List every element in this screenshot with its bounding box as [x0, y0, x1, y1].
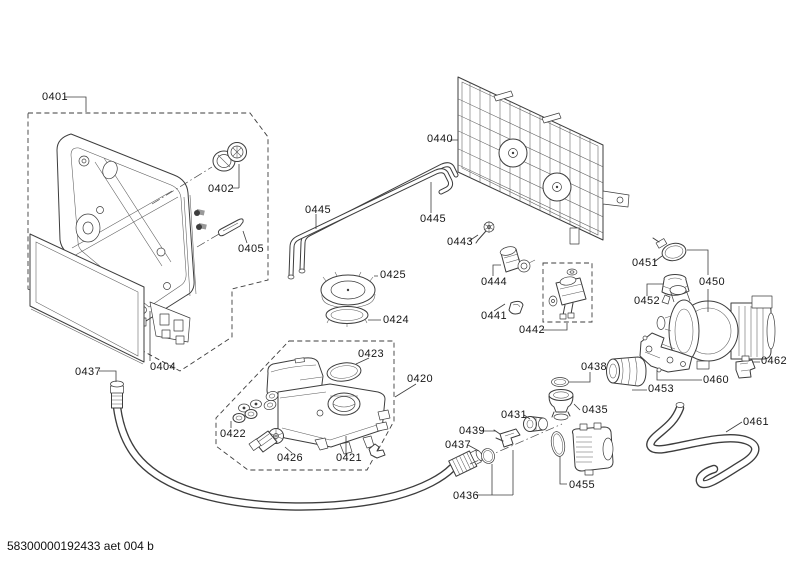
solenoid-0444	[499, 246, 536, 273]
grommet-0402	[227, 142, 247, 162]
valve-dashed-box	[542, 262, 593, 323]
part-label-0437-4: 0437	[75, 366, 102, 378]
softener-assembly-dashed-box	[215, 340, 395, 471]
adapter-0453	[606, 356, 647, 387]
part-label-0401-0: 0401	[42, 91, 69, 103]
drawing-number: 58300000192433 aet 004 b	[7, 539, 154, 553]
part-label-0445-7: 0445	[420, 213, 447, 225]
part-label-0426-17: 0426	[277, 452, 304, 464]
part-label-0451-32: 0451	[632, 257, 659, 269]
softener-assembly	[263, 357, 391, 459]
part-label-0439-21: 0439	[459, 425, 486, 437]
part-label-0423-14: 0423	[358, 348, 385, 360]
part-label-0461-26: 0461	[743, 416, 770, 428]
part-label-0431-22: 0431	[501, 409, 528, 421]
softener-cap	[320, 271, 376, 309]
part-label-0435-23: 0435	[582, 404, 609, 416]
hose-end-fitting	[448, 449, 484, 477]
part-label-0445-6: 0445	[305, 204, 332, 216]
fill-hose	[110, 380, 484, 511]
regeneration-valve-0426	[248, 428, 284, 453]
clip-0439	[493, 428, 521, 448]
inlet-valve-0442	[548, 268, 587, 320]
door-edge-bolts	[194, 209, 207, 230]
part-label-0441-10: 0441	[481, 310, 508, 322]
gasket-0438	[551, 377, 569, 387]
funnel-0435	[548, 389, 574, 421]
part-label-0405-2: 0405	[238, 243, 265, 255]
part-label-0450-30: 0450	[699, 276, 726, 288]
o-ring-0437	[481, 448, 495, 464]
clip-part	[368, 443, 386, 459]
part-label-0442-11: 0442	[519, 324, 546, 336]
hose-clamp-0451	[652, 237, 687, 262]
circulation-pump-0450	[656, 285, 776, 370]
panel-side-bracket	[602, 190, 630, 208]
part-label-0462-29: 0462	[761, 355, 788, 367]
coupling-0431	[523, 416, 548, 432]
hose-upper-fitting	[110, 380, 124, 409]
part-label-0460-28: 0460	[703, 374, 730, 386]
leader-lines	[64, 96, 760, 496]
part-label-0453-27: 0453	[648, 383, 675, 395]
supply-tubes	[287, 162, 459, 280]
part-label-0455-25: 0455	[569, 479, 596, 491]
part-label-0424-13: 0424	[383, 314, 410, 326]
door-outer-panel	[29, 233, 145, 365]
pin-0405	[196, 218, 244, 248]
part-label-0425-12: 0425	[380, 269, 407, 281]
clip-0462	[735, 355, 756, 379]
door-bottom-bracket	[139, 301, 191, 345]
part-label-0422-16: 0422	[220, 428, 247, 440]
part-label-0404-3: 0404	[150, 361, 177, 373]
part-label-0444-9: 0444	[481, 276, 508, 288]
part-label-0443-8: 0443	[447, 236, 474, 248]
part-label-0452-31: 0452	[634, 295, 661, 307]
part-label-0402-1: 0402	[208, 183, 235, 195]
spray-arm-mounts	[498, 138, 572, 202]
part-label-0420-15: 0420	[407, 373, 434, 385]
base-panel	[457, 76, 630, 245]
bracket-0460	[639, 332, 693, 373]
part-label-0440-5: 0440	[427, 133, 454, 145]
screw-0443	[475, 221, 495, 244]
part-label-0437-20: 0437	[445, 439, 472, 451]
part-label-0421-18: 0421	[336, 452, 363, 464]
cap-seal-ring	[325, 306, 369, 327]
part-label-0436-19: 0436	[453, 490, 480, 502]
wedge-0441	[508, 300, 524, 315]
drain-hose-0461	[646, 402, 760, 489]
seal-set-0422	[232, 399, 262, 423]
part-label-0438-24: 0438	[581, 361, 608, 373]
heater-pump-0455	[550, 422, 614, 476]
